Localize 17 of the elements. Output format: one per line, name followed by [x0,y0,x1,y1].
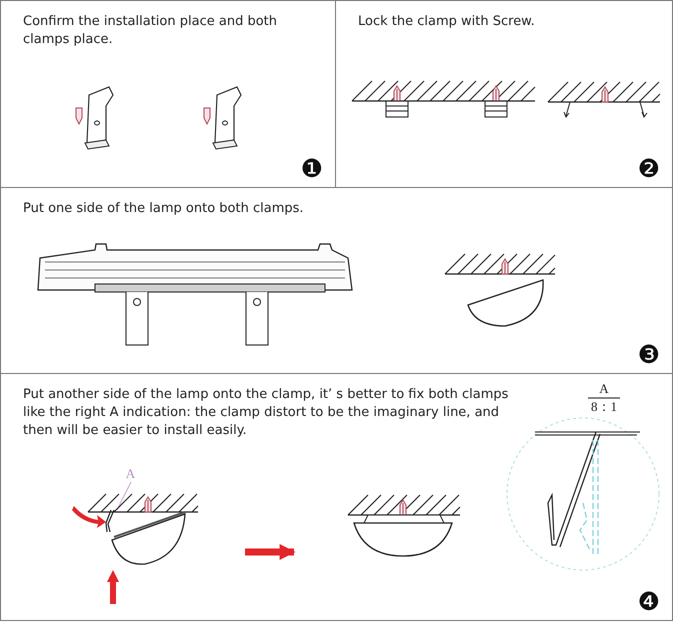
step-number: ❸ [638,341,660,369]
step-panel [0,373,673,621]
scale-label: A [598,381,610,397]
step-number: ❶ [300,155,323,183]
step-number: ❷ [638,155,660,183]
step-number: ❹ [638,588,660,616]
step-panel [335,0,673,188]
leader-line [116,482,132,510]
instruction-text: Confirm the installation place and both clamps place. [23,13,278,49]
step-panel [0,187,673,374]
instruction-text: Lock the clamp with Screw. [358,13,536,31]
scale-label: 8：1 [590,399,618,415]
callout-letter: A [124,466,138,482]
instruction-text: Put another side of the lamp onto the clamp, it’ s better to fix both clamps like the right A indication: the clamp distort to be the imaginary line, and then will be easier to install easily. [23,386,510,440]
arrow [245,544,296,560]
instruction-text: Put one side of the lamp onto both clamps. [23,200,305,218]
step-panel [0,0,336,188]
